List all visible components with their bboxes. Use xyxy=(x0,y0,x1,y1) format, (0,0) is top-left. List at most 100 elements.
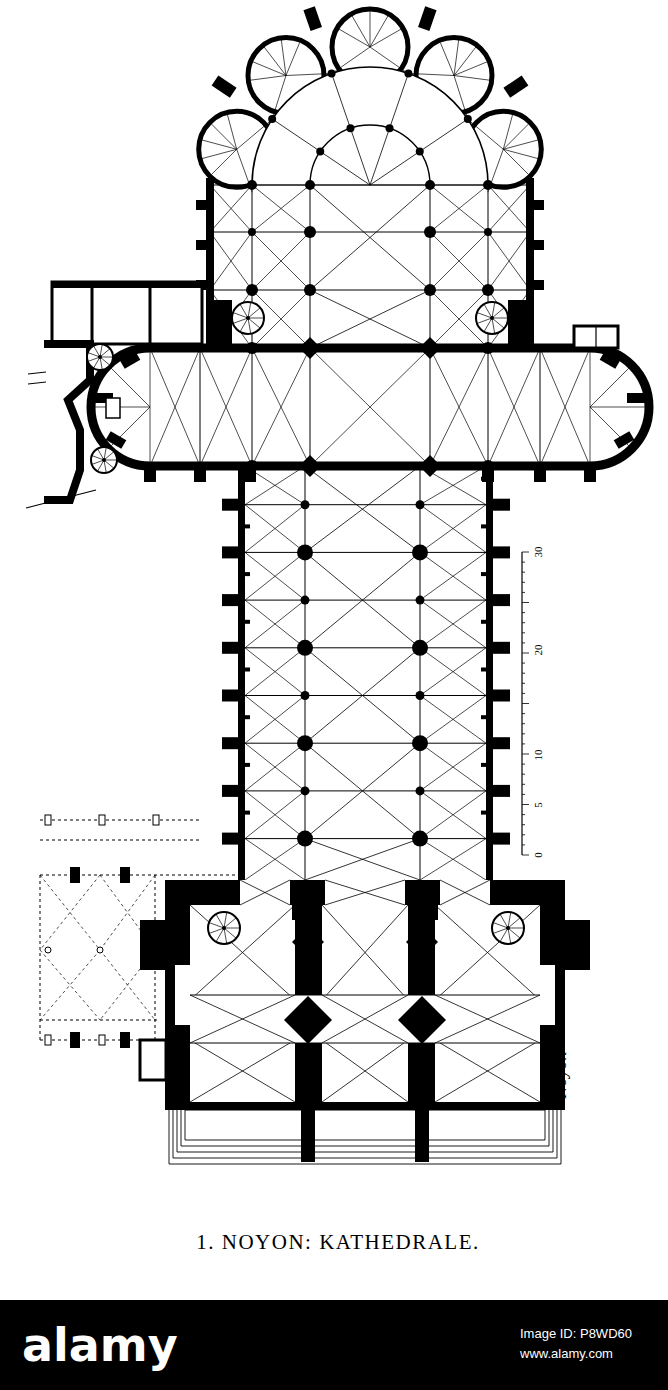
vault-rib xyxy=(252,185,310,232)
vault-rib xyxy=(322,995,408,1043)
scale-tick xyxy=(522,592,525,593)
vault-rib xyxy=(185,1109,545,1110)
vault-rib xyxy=(305,648,420,743)
buttress xyxy=(196,240,208,250)
vault-rib xyxy=(322,905,408,1000)
buttress xyxy=(532,280,544,290)
annex-wall xyxy=(149,282,152,344)
scale-tick xyxy=(522,794,525,795)
west-pier xyxy=(398,996,446,1044)
vault-rib xyxy=(245,552,305,600)
vault-rib xyxy=(245,504,486,505)
pier xyxy=(247,180,257,190)
scale-number: 10 xyxy=(532,750,544,761)
step xyxy=(561,1110,562,1164)
scale-tick xyxy=(522,733,525,734)
buttress xyxy=(222,785,242,797)
vault-rib xyxy=(245,505,305,553)
vault-rib xyxy=(488,348,540,466)
vault-rib xyxy=(488,232,530,290)
vault-rib xyxy=(435,995,540,1043)
west-pier xyxy=(284,996,332,1044)
vault-rib xyxy=(200,348,252,466)
pier xyxy=(412,544,428,560)
stair-step xyxy=(240,318,248,332)
vault-rib xyxy=(150,348,200,466)
cloister-rib xyxy=(40,950,100,1020)
vault-rib xyxy=(420,466,486,505)
cloister-pier xyxy=(45,815,51,825)
annex-wall xyxy=(44,344,90,500)
scale-tick xyxy=(522,693,525,694)
vault-rib xyxy=(420,839,486,880)
pier xyxy=(297,544,313,560)
window-jamb xyxy=(481,572,493,576)
vault-rib xyxy=(310,290,430,348)
vault-rib xyxy=(245,466,305,505)
scale-tick xyxy=(522,673,525,674)
vault-rib xyxy=(305,743,420,838)
annex-wall xyxy=(91,282,94,344)
pier xyxy=(412,640,428,656)
vault-rib xyxy=(320,151,370,185)
vault-rib xyxy=(420,791,486,839)
vault-rib xyxy=(190,995,540,996)
vault-rib xyxy=(202,140,237,149)
vault-rib xyxy=(245,552,486,553)
vault-rib xyxy=(245,600,486,601)
chapel-wall xyxy=(574,326,618,348)
window-jamb xyxy=(238,572,250,576)
vault-rib xyxy=(420,696,486,744)
stair-step xyxy=(484,304,492,318)
vault-rib xyxy=(305,552,420,647)
spiral-stair xyxy=(232,302,264,334)
scale-tick xyxy=(522,844,525,845)
stair-step xyxy=(493,923,508,928)
step xyxy=(181,1146,549,1147)
bay xyxy=(322,905,408,1000)
step xyxy=(549,1110,550,1146)
vault-rib xyxy=(322,905,408,1000)
vault-rib xyxy=(190,995,295,1043)
scale-tick xyxy=(522,774,525,775)
vault-rib xyxy=(540,348,590,466)
vault-rib xyxy=(190,1040,295,1102)
passage xyxy=(540,965,555,1025)
vault-rib xyxy=(252,232,310,290)
vault-rib xyxy=(245,839,305,880)
crossing-pier xyxy=(419,337,441,359)
cloister-column xyxy=(97,947,103,953)
pier xyxy=(424,284,436,296)
cloister-rib xyxy=(40,875,100,950)
vault-rib xyxy=(210,232,530,233)
buttress xyxy=(600,351,621,369)
window-jamb xyxy=(238,811,250,815)
step xyxy=(557,1110,558,1158)
vault-rib xyxy=(245,790,486,791)
buttress xyxy=(503,75,528,97)
scale-tick xyxy=(522,582,525,583)
west-pier xyxy=(292,926,324,958)
stair-step xyxy=(500,928,508,942)
pier xyxy=(297,831,313,847)
vault-rib xyxy=(503,149,528,174)
buttress xyxy=(196,200,208,210)
step xyxy=(173,1158,557,1159)
cloister-rib xyxy=(100,950,155,1020)
scale-tick xyxy=(522,814,525,815)
vault-rib xyxy=(252,348,253,466)
buttress xyxy=(490,499,510,511)
vault-rib xyxy=(420,743,486,791)
vault-rib xyxy=(310,185,311,348)
stair-step xyxy=(224,928,227,944)
vault-rib xyxy=(245,647,486,648)
vault-rib xyxy=(210,185,252,232)
cloister-rib xyxy=(40,875,100,950)
buttress xyxy=(222,594,242,606)
pier xyxy=(425,180,435,190)
vault-rib xyxy=(190,995,295,1043)
bay xyxy=(190,1040,295,1102)
vault-rib xyxy=(95,407,150,408)
porch xyxy=(185,1110,545,1136)
bay xyxy=(325,880,405,905)
